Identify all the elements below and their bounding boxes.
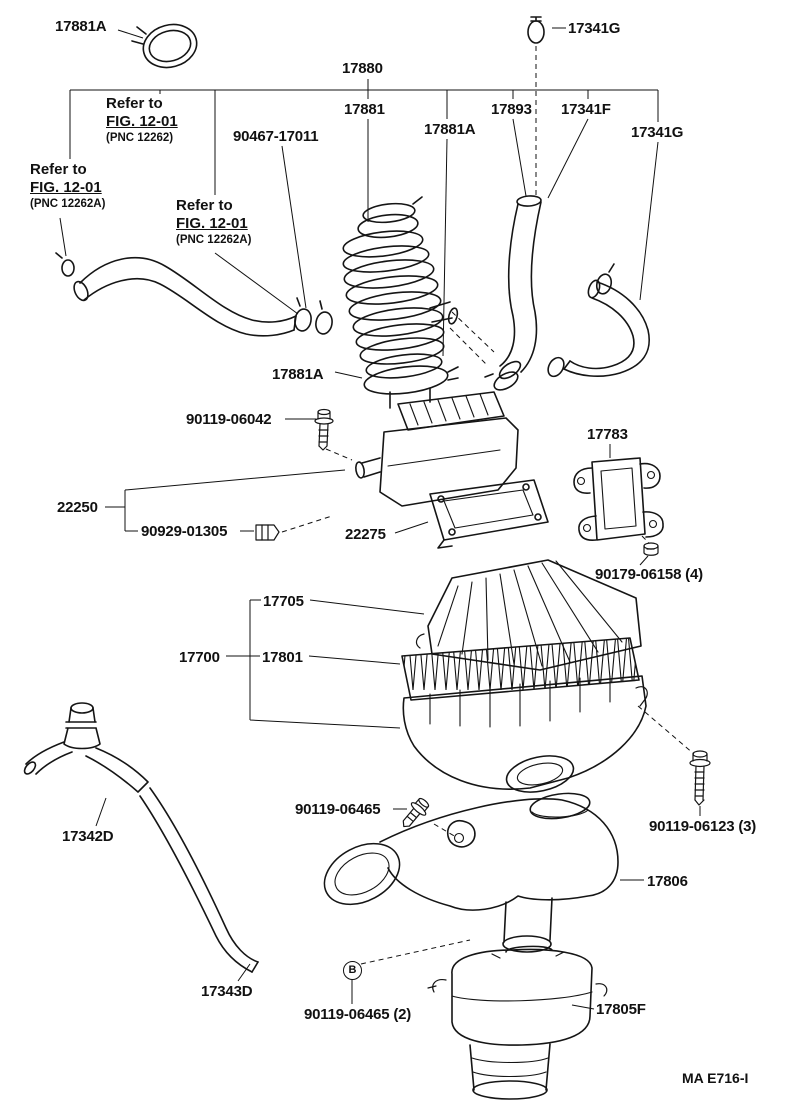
hose-clamp-17881a-top	[131, 23, 198, 69]
note-line: Refer to	[106, 95, 163, 112]
air-cleaner-cap-17705	[415, 559, 642, 671]
label-22275: 22275	[345, 526, 386, 543]
vacuum-hose-17343d	[139, 787, 259, 973]
label-17880: 17880	[342, 60, 383, 77]
clip-90929-01305-icon	[255, 524, 280, 541]
label-17705: 17705	[263, 593, 304, 610]
air-inlet-duct-17806	[323, 792, 619, 953]
air-cleaner-case	[402, 675, 648, 793]
label-17341g-top: 17341G	[568, 20, 621, 37]
bolt-90119-06465-icon	[402, 797, 430, 828]
note-refer-fig12-01-2: Refer to FIG. 12-01 (PNC 12262A)	[30, 161, 105, 211]
hose-clamp-17341g-top-icon	[527, 16, 545, 44]
label-17881a-hose: 17881A	[272, 366, 324, 383]
label-17700: 17700	[179, 649, 220, 666]
label-17805f: 17805F	[596, 1001, 646, 1018]
note-fig-ref: FIG. 12-01	[176, 215, 248, 232]
bracket-17783	[573, 457, 664, 556]
note-line: Refer to	[30, 161, 87, 178]
label-17893: 17893	[491, 101, 532, 118]
bolt-90119-06123-icon	[689, 750, 711, 806]
label-90119-06465-2: 90119-06465 (2)	[304, 1006, 412, 1023]
label-90179-06158: 90179-06158 (4)	[595, 566, 703, 583]
label-90929-01305: 90929-01305	[141, 523, 228, 540]
label-17801: 17801	[262, 649, 303, 666]
note-fig-ref: FIG. 12-01	[106, 113, 178, 130]
figure-code: MA E716-I	[682, 1070, 749, 1086]
air-hose-17341g	[547, 263, 650, 378]
label-22250: 22250	[57, 499, 98, 516]
dashed-lines	[281, 46, 695, 965]
flange-plate-22275	[429, 479, 549, 549]
note-line: Refer to	[176, 197, 233, 214]
hose-pcv-left	[55, 252, 333, 337]
note-pnc: (PNC 12262A)	[176, 234, 252, 246]
note-pnc: (PNC 12262A)	[30, 198, 106, 210]
note-pnc: (PNC 12262)	[106, 132, 174, 144]
bolt-90119-06042-icon	[314, 408, 334, 451]
leader-lines	[59, 27, 701, 1010]
label-90119-06123: 90119-06123 (3)	[649, 818, 757, 835]
air-hose-17893	[484, 195, 542, 391]
air-flow-meter-22250	[355, 387, 549, 549]
resonator-17805f	[427, 945, 608, 1100]
label-17881a-top: 17881A	[55, 18, 107, 35]
note-refer-fig12-01-1: Refer to FIG. 12-01 (PNC 12262)	[106, 95, 178, 145]
corrugated-air-hose-17881	[342, 196, 459, 395]
nut-90179-06158-icon	[643, 542, 659, 556]
label-17341g-right: 17341G	[631, 124, 684, 141]
note-refer-fig12-01-3: Refer to FIG. 12-01 (PNC 12262A)	[176, 197, 251, 247]
label-17806: 17806	[647, 873, 688, 890]
note-fig-ref: FIG. 12-01	[30, 179, 102, 196]
label-90467-17011: 90467-17011	[233, 128, 319, 145]
label-17341f: 17341F	[561, 101, 611, 118]
label-17881: 17881	[344, 101, 385, 118]
label-17881a-mid: 17881A	[424, 121, 476, 138]
vacuum-valve-17342d	[23, 702, 149, 793]
label-17342d: 17342D	[62, 828, 114, 845]
label-90119-06465: 90119-06465	[295, 801, 381, 818]
label-90119-06042: 90119-06042	[186, 411, 272, 428]
label-17783: 17783	[587, 426, 628, 443]
label-17343d: 17343D	[201, 983, 253, 1000]
air-cleaner-assembly-17700	[401, 559, 648, 793]
callout-b-marker: B	[343, 961, 362, 980]
